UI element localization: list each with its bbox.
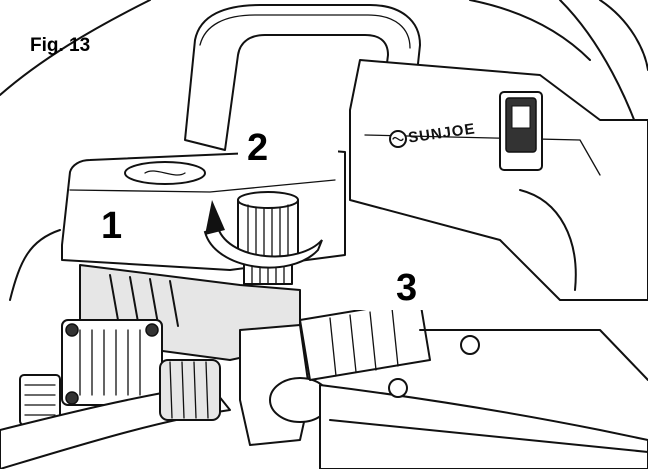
frame-bolt-icon	[460, 335, 480, 355]
frame-curve-lower-left	[9, 229, 61, 301]
frame-curve-right-inner	[599, 0, 648, 71]
hose-coupling-grips	[169, 361, 209, 419]
pressure-line	[299, 299, 431, 381]
valve-bolt-icon	[145, 323, 159, 337]
housing-curve	[519, 189, 577, 291]
pump-cap-edge	[69, 179, 336, 193]
callout-1: 1	[101, 205, 123, 247]
pump-body-fins	[109, 274, 179, 327]
valve-bolt-icon	[65, 391, 79, 405]
motor-housing	[349, 59, 648, 301]
lance-pipe	[319, 384, 648, 469]
housing-ridge	[364, 134, 601, 176]
handle-highlight	[199, 14, 411, 49]
power-switch-rocker	[511, 105, 531, 129]
lance-pipe-edge	[329, 419, 648, 453]
pressure-dial-top	[237, 191, 299, 209]
base-frame	[419, 329, 648, 381]
rotation-arrow-band	[203, 226, 323, 269]
callout-3: 3	[396, 267, 418, 309]
callout-2: 2	[247, 127, 269, 169]
valve-bolt-icon	[65, 323, 79, 337]
inlet-connector-threads	[24, 384, 56, 416]
pump-cap-emblem-swirl	[144, 170, 186, 176]
frame-curve-top-right	[469, 0, 591, 61]
brand-logo-swirl	[392, 136, 404, 142]
pressure-dial-grips	[247, 204, 289, 262]
hose-coupling	[159, 359, 221, 421]
pressure-line-fittings	[329, 307, 399, 377]
valve-block-ribs	[79, 329, 141, 396]
label-mask-3	[335, 276, 520, 310]
rotation-arrow-head-icon	[205, 200, 225, 235]
figure-title: Fig. 13	[30, 35, 91, 56]
frame-bolt-icon	[388, 378, 408, 398]
label-mask-2	[238, 122, 338, 168]
frame-curve-left	[0, 0, 151, 96]
